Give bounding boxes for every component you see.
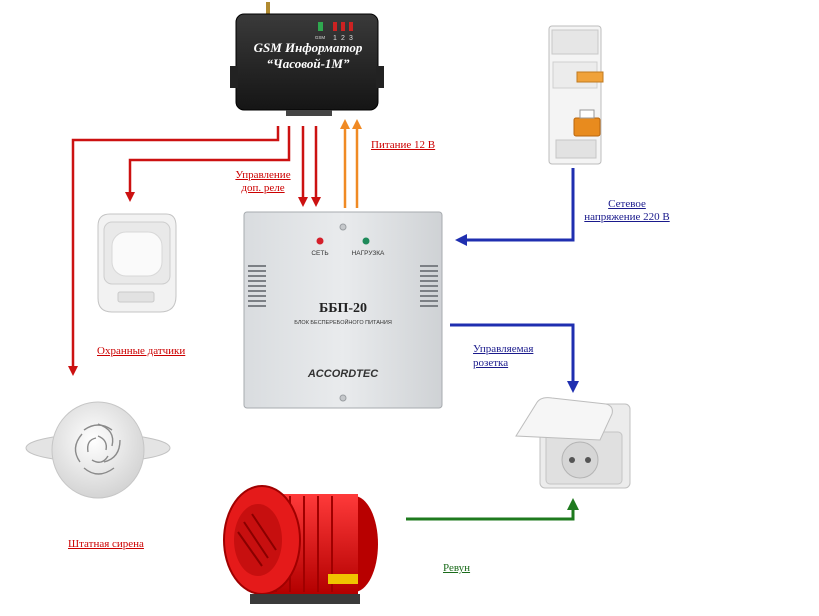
ups-vent-right [420,265,438,307]
controlled-outlet-label: Управляемая розетка [473,343,533,370]
howler-line [406,498,579,521]
standard-siren-label: Штатная сирена [68,538,144,550]
siren-grille-icon [74,423,121,475]
gsm-informer: GSM 1 2 3 GSM Информатор “Часовой-1М” [230,2,384,116]
ups-vent-left [248,265,266,307]
circuit-breaker [548,25,604,165]
gsm-indicator-2: 2 [341,35,345,42]
ups-model: ББП-20 [319,301,367,316]
screw-icon [339,394,347,402]
power-led-icon [316,237,324,245]
ups-led-label-power: СЕТЬ [311,250,328,257]
gsm-model: “Часовой-1М” [267,56,350,71]
power-socket [515,397,631,489]
controlled-outlet-label-line2: розетка [473,357,509,369]
gsm-indicator-1: 1 [333,35,337,42]
gsm-indicators: GSM 1 2 3 [315,22,353,42]
ups-subtitle: БЛОК БЕСПЕРЕБОЙНОГО ПИТАНИЯ [294,318,392,326]
socket-lid [515,397,613,441]
mains-voltage-label-line1: Сетевое [608,198,646,210]
ups-led-label-load: НАГРУЗКА [352,250,385,257]
relay-control-label-line2: доп. реле [241,182,285,194]
relay-control-label: Управление доп. реле [228,169,298,195]
ups-unit: СЕТЬ НАГРУЗКА ББП-20 БЛОК БЕСПЕРЕБОЙНОГО… [243,211,443,409]
sensor-control-line [125,126,291,202]
controlled-outlet-label-line1: Управляемая [473,343,534,355]
outlet-line [450,323,579,393]
howler-siren [223,485,378,604]
motion-sensor [97,213,177,313]
load-led-icon [362,237,370,245]
ups-brand: ACCORDTEC [307,368,379,380]
screw-icon [339,223,347,231]
wall-siren [25,401,171,499]
power-12v-label: Питание 12 В [371,139,436,151]
mains-voltage-label-line2: напряжение 220 В [584,211,670,223]
gsm-indicator-gsm: GSM [315,35,326,40]
gsm-indicator-3: 3 [349,35,353,42]
relay-control-label-line1: Управление [235,169,291,181]
control-lines [68,119,362,376]
howler-label: Ревун [443,562,471,574]
guard-sensors-label: Охранные датчики [97,345,186,357]
mains-line [455,168,575,246]
mains-voltage-label: Сетевое напряжение 220 В [584,198,670,224]
gsm-title: GSM Информатор [254,40,363,55]
siren-control-line [68,126,280,376]
